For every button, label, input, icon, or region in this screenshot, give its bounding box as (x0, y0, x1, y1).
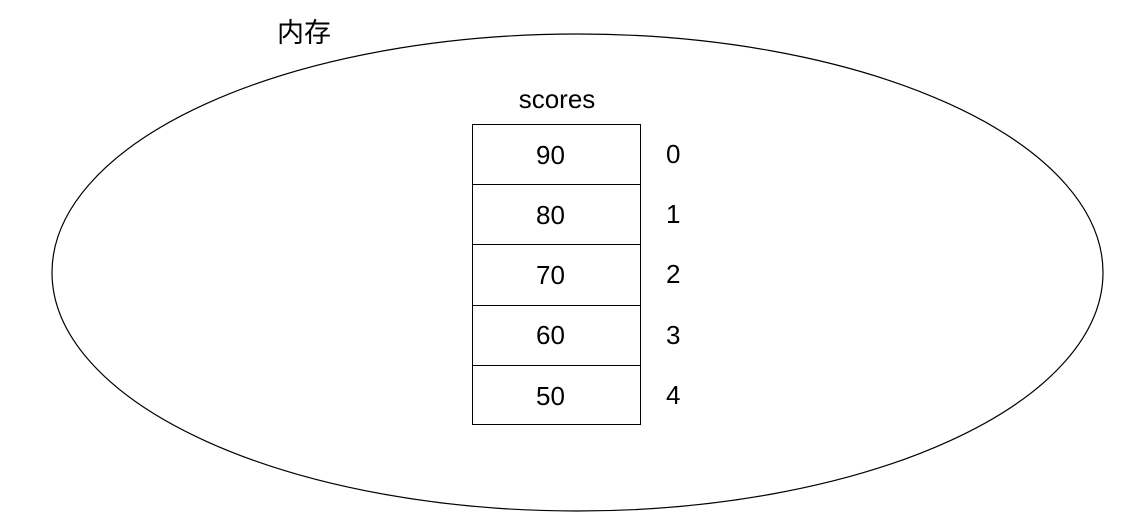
array-cell: 90 (473, 125, 640, 186)
array-index-value: 0 (666, 139, 681, 170)
array-cell-value: 50 (536, 380, 565, 411)
array-cell: 80 (473, 185, 640, 246)
array-index-cell: 2 (642, 244, 712, 304)
array-index-cell: 4 (642, 365, 712, 425)
array-index-column: 0 1 2 3 4 (642, 124, 712, 425)
array-index-cell: 0 (642, 124, 712, 184)
array-index-cell: 3 (642, 305, 712, 365)
array-index-value: 4 (666, 379, 681, 410)
array-cell: 60 (473, 306, 640, 366)
array-index-value: 1 (666, 199, 681, 230)
array-cell: 70 (473, 245, 640, 306)
array-cell-value: 80 (536, 199, 565, 230)
array-name-label: scores (518, 84, 596, 114)
array-cell-value: 90 (536, 139, 565, 170)
array-index-value: 3 (666, 319, 681, 350)
array-cell-value: 70 (536, 259, 565, 290)
array-index-cell: 1 (642, 184, 712, 244)
array-table: 90 80 70 60 50 (472, 124, 641, 425)
array-index-value: 2 (666, 259, 681, 290)
array-cell-value: 60 (536, 320, 565, 351)
array-cell: 50 (473, 366, 640, 426)
memory-region-label: 内存 (277, 18, 331, 48)
